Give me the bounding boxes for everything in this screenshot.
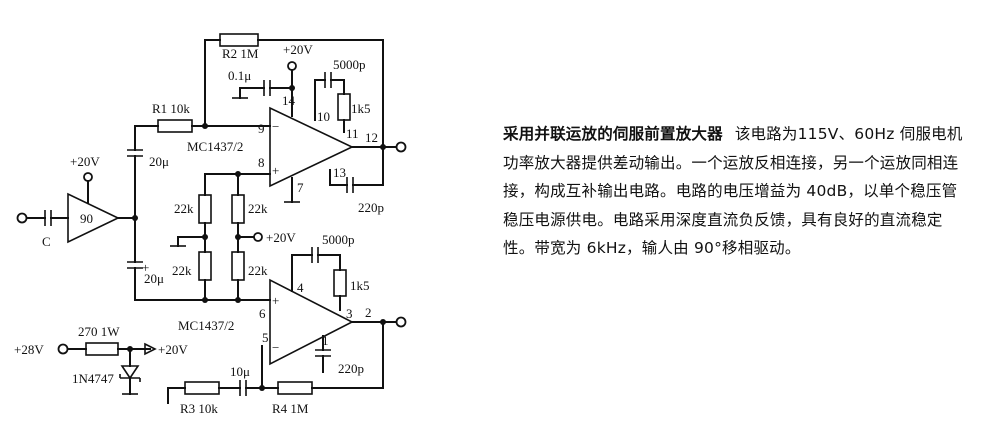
pin7-label: 7: [297, 180, 304, 195]
pin5-label: 5: [262, 330, 269, 345]
cap-10u-label: 10μ: [230, 364, 250, 379]
bottom-output-terminal: [395, 316, 407, 328]
pin1-label: 1: [322, 333, 329, 348]
r2-label: R2 1M: [222, 46, 259, 61]
supply-28v-label: +28V: [14, 342, 44, 357]
r3-resistor: [184, 381, 220, 395]
pin6-label: 6: [259, 306, 266, 321]
top-output-terminal: [395, 141, 407, 153]
description-title: 采用并联运放的伺服前置放大器: [503, 125, 723, 143]
bias-network: +20V 22k 22k 22k 22k: [170, 171, 296, 303]
buffer-triangle: [67, 192, 120, 244]
res-22k-b-label: 22k: [248, 201, 268, 216]
pin11-label: 11: [346, 126, 359, 141]
res-22k-d: [231, 251, 245, 281]
res-22k-d-label: 22k: [248, 263, 268, 278]
res-1k5-top-label: 1k5: [351, 101, 371, 116]
res-22k-b: [231, 194, 245, 224]
description-body: 该电路为115V、60Hz 伺服电机功率放大器提供差动输出。一个运放反相连接，另…: [503, 125, 963, 257]
res-22k-a-label: 22k: [174, 201, 194, 216]
input-cap-label: C: [42, 234, 51, 249]
pin8-label: 8: [258, 155, 265, 170]
pin3-label: 3: [346, 306, 353, 321]
cap-220p-bot-label: 220p: [338, 361, 364, 376]
circuit-schematic: R2 1M R1 10k − + MC1437/2 9 8 +20V 0.1μ …: [14, 33, 407, 416]
reg-out-label: +20V: [158, 342, 188, 357]
top-supply-terminal: [287, 61, 297, 71]
mid-supply-label: +20V: [266, 230, 296, 245]
plus-sign: +: [272, 293, 279, 308]
res-22k-c: [198, 251, 212, 281]
cap-20u-bot-label: 20μ: [144, 271, 164, 286]
res-1k5-bot-label: 1k5: [350, 278, 370, 293]
r4-label: R4 1M: [272, 401, 309, 416]
pin2-label: 2: [365, 305, 372, 320]
top-supply-label: +20V: [283, 42, 313, 57]
res-270-resistor: [85, 342, 119, 356]
supply-regulator: +28V +20V 270 1W 1N4747: [14, 324, 188, 395]
description: 采用并联运放的伺服前置放大器该电路为115V、60Hz 伺服电机功率放大器提供差…: [503, 120, 973, 263]
buffer-gain-label: 90: [80, 211, 93, 226]
buffer-supply-label: +20V: [70, 154, 100, 169]
res-1k5-bot: [333, 269, 347, 297]
cap-220p-top-label: 220p: [358, 200, 384, 215]
junction-dot: [202, 297, 208, 303]
buffer-supply-terminal: [83, 172, 93, 182]
res-22k-a: [198, 194, 212, 224]
input-terminal: [16, 212, 28, 224]
cap-01u-label: 0.1μ: [228, 68, 251, 83]
junction-dot: [235, 297, 241, 303]
junction-dot: [202, 123, 208, 129]
pin12-label: 12: [365, 130, 378, 145]
r4-resistor: [277, 381, 313, 395]
ic-top-label: MC1437/2: [187, 139, 243, 154]
ic-bottom-label: MC1437/2: [178, 318, 234, 333]
pin14-label: 14: [282, 93, 296, 108]
r1-resistor: [157, 119, 193, 133]
cap-5000p-top-label: 5000p: [333, 57, 366, 72]
top-amplifier: R2 1M R1 10k − + MC1437/2 9 8 +20V 0.1μ …: [134, 33, 407, 215]
res-270-label: 270 1W: [78, 324, 120, 339]
r2-resistor: [219, 33, 259, 47]
plus-sign: +: [272, 163, 279, 178]
r3-label: R3 10k: [180, 401, 218, 416]
res-22k-c-label: 22k: [172, 263, 192, 278]
pin4-label: 4: [297, 280, 304, 295]
pin13-label: 13: [333, 165, 346, 180]
pin9-label: 9: [258, 121, 265, 136]
r1-label: R1 10k: [152, 101, 190, 116]
mid-supply-terminal: [253, 232, 263, 242]
minus-sign: −: [272, 340, 279, 355]
zener-label: 1N4747: [72, 371, 114, 386]
cap-20u-top-label: 20μ: [149, 154, 169, 169]
supply-28v-terminal: [57, 343, 69, 355]
ic-bottom-triangle: [269, 278, 354, 366]
bottom-amplifier: + − MC1437/2 6 5000p 1k5 4 3 2 220p 1 5: [167, 232, 407, 416]
pin10-label: 10: [317, 109, 330, 124]
cap-plus-bot: +: [142, 260, 149, 275]
cap-5000p-bot-label: 5000p: [322, 232, 355, 247]
res-1k5-top: [337, 93, 351, 121]
minus-sign: −: [272, 119, 279, 134]
ic-top-triangle: [269, 106, 354, 188]
input-buffer: C 90 +20V 20μ + 20μ: [16, 125, 271, 301]
